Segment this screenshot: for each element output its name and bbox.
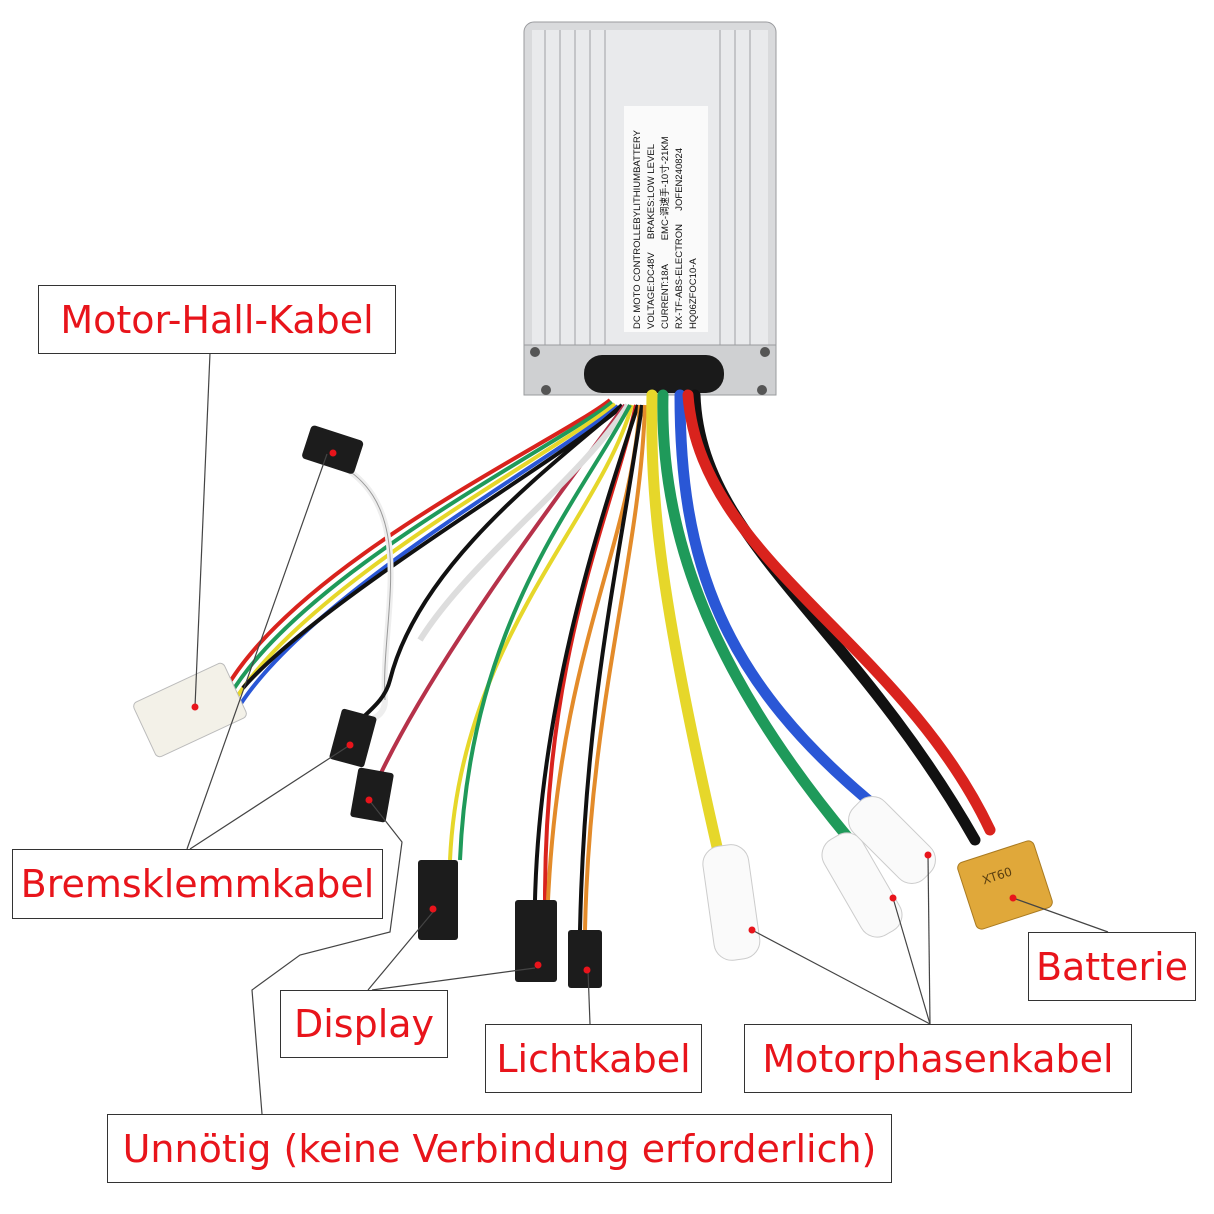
spec-line: JOFEN240824: [674, 147, 685, 211]
label-battery: Batterie: [1028, 932, 1196, 1001]
spec-line: BRAKES:LOW LEVEL: [646, 144, 657, 240]
spec-line: CURRENT:18A: [660, 264, 671, 329]
marker-dots: [191, 449, 1017, 974]
spec-row: VOLTAGE:DC48V BRAKES:LOW LEVEL: [645, 109, 659, 329]
controller-spec-label: DC MOTO CONTROLLEBYLITHIUMBATTERY VOLTAG…: [624, 106, 708, 332]
hall-connector: [133, 662, 247, 758]
spec-row: CURRENT:18A EMC-调速手-10寸-21KM: [659, 109, 673, 329]
screw-icon: [541, 385, 551, 395]
label-display: Display: [280, 990, 448, 1058]
xt60-battery-connector: XT60: [957, 840, 1053, 930]
black-connectors: [302, 425, 602, 988]
spec-line: RX-TF-ABS-ELECTRON: [674, 223, 685, 329]
phase-wires: [646, 389, 996, 866]
spec-line: DC MOTO CONTROLLEBYLITHIUMBATTERY: [632, 130, 643, 329]
spec-line: HQ06ZFOC10-A: [688, 258, 699, 329]
phase-connector: [702, 796, 936, 961]
label-motor-phase-cable: Motorphasenkabel: [744, 1024, 1132, 1093]
leader-lines: [186, 352, 1109, 1115]
hall-wires: [223, 398, 622, 707]
spec-line: EMC-调速手-10寸-21KM: [660, 136, 671, 241]
spec-row: RX-TF-ABS-ELECTRON JOFEN240824: [673, 109, 687, 329]
display-light-wires: [448, 404, 647, 931]
label-light-cable: Lichtkabel: [485, 1024, 702, 1093]
label-unnecessary: Unnötig (keine Verbindung erforderlich): [107, 1114, 892, 1183]
spec-line: VOLTAGE:DC48V: [646, 252, 657, 329]
label-motor-hall-cable: Motor-Hall-Kabel: [38, 285, 396, 354]
label-brake-cable: Bremsklemmkabel: [12, 849, 383, 919]
screw-icon: [530, 347, 540, 357]
screw-icon: [760, 347, 770, 357]
screw-icon: [757, 385, 767, 395]
